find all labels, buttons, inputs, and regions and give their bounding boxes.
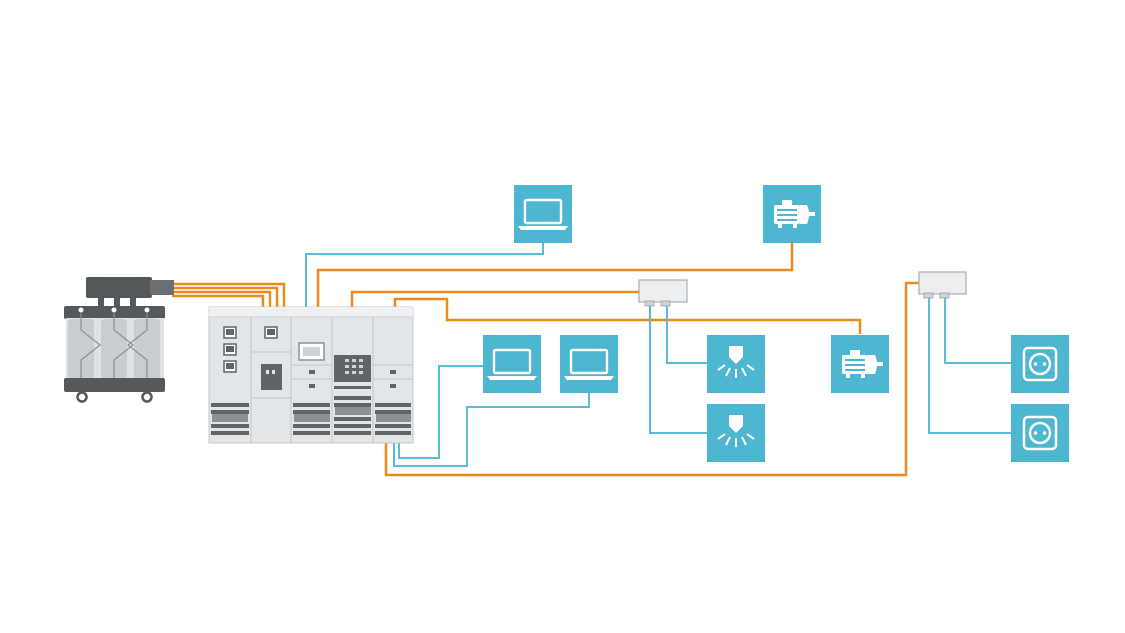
power-line-transformer-4 (172, 294, 265, 307)
power-lines (172, 243, 919, 477)
device-socket-2 (1011, 404, 1069, 462)
power-line-motor-top (316, 243, 794, 307)
device-motor-top (763, 185, 821, 243)
data-line-light-1 (666, 305, 707, 364)
power-line-junction-2 (384, 281, 919, 477)
power-line-transformer-3 (172, 290, 272, 307)
device-monitor-mid-2 (560, 335, 618, 393)
power-line-transformer-2 (172, 286, 279, 307)
data-line-socket-1 (944, 298, 1011, 364)
power-line-transformer-1 (172, 282, 286, 307)
device-socket-1 (1011, 335, 1069, 393)
device-light-1 (707, 335, 765, 393)
power-line-motor-mid (393, 297, 862, 334)
data-line-monitor-top (305, 243, 544, 307)
data-lines (305, 243, 1011, 467)
data-line-monitor-mid-1 (398, 365, 483, 459)
device-monitor-mid-1 (483, 335, 541, 393)
transformer (64, 277, 174, 403)
device-motor-mid (831, 335, 889, 393)
data-line-light-2 (649, 305, 707, 434)
data-line-socket-2 (928, 298, 1011, 434)
device-light-2 (707, 404, 765, 462)
switchboard (208, 306, 414, 444)
junction-box-2 (918, 271, 967, 299)
device-monitor-top (514, 185, 572, 243)
data-line-monitor-mid-2 (393, 393, 590, 467)
junction-box-1 (638, 279, 688, 307)
power-line-junction-1 (350, 290, 639, 307)
